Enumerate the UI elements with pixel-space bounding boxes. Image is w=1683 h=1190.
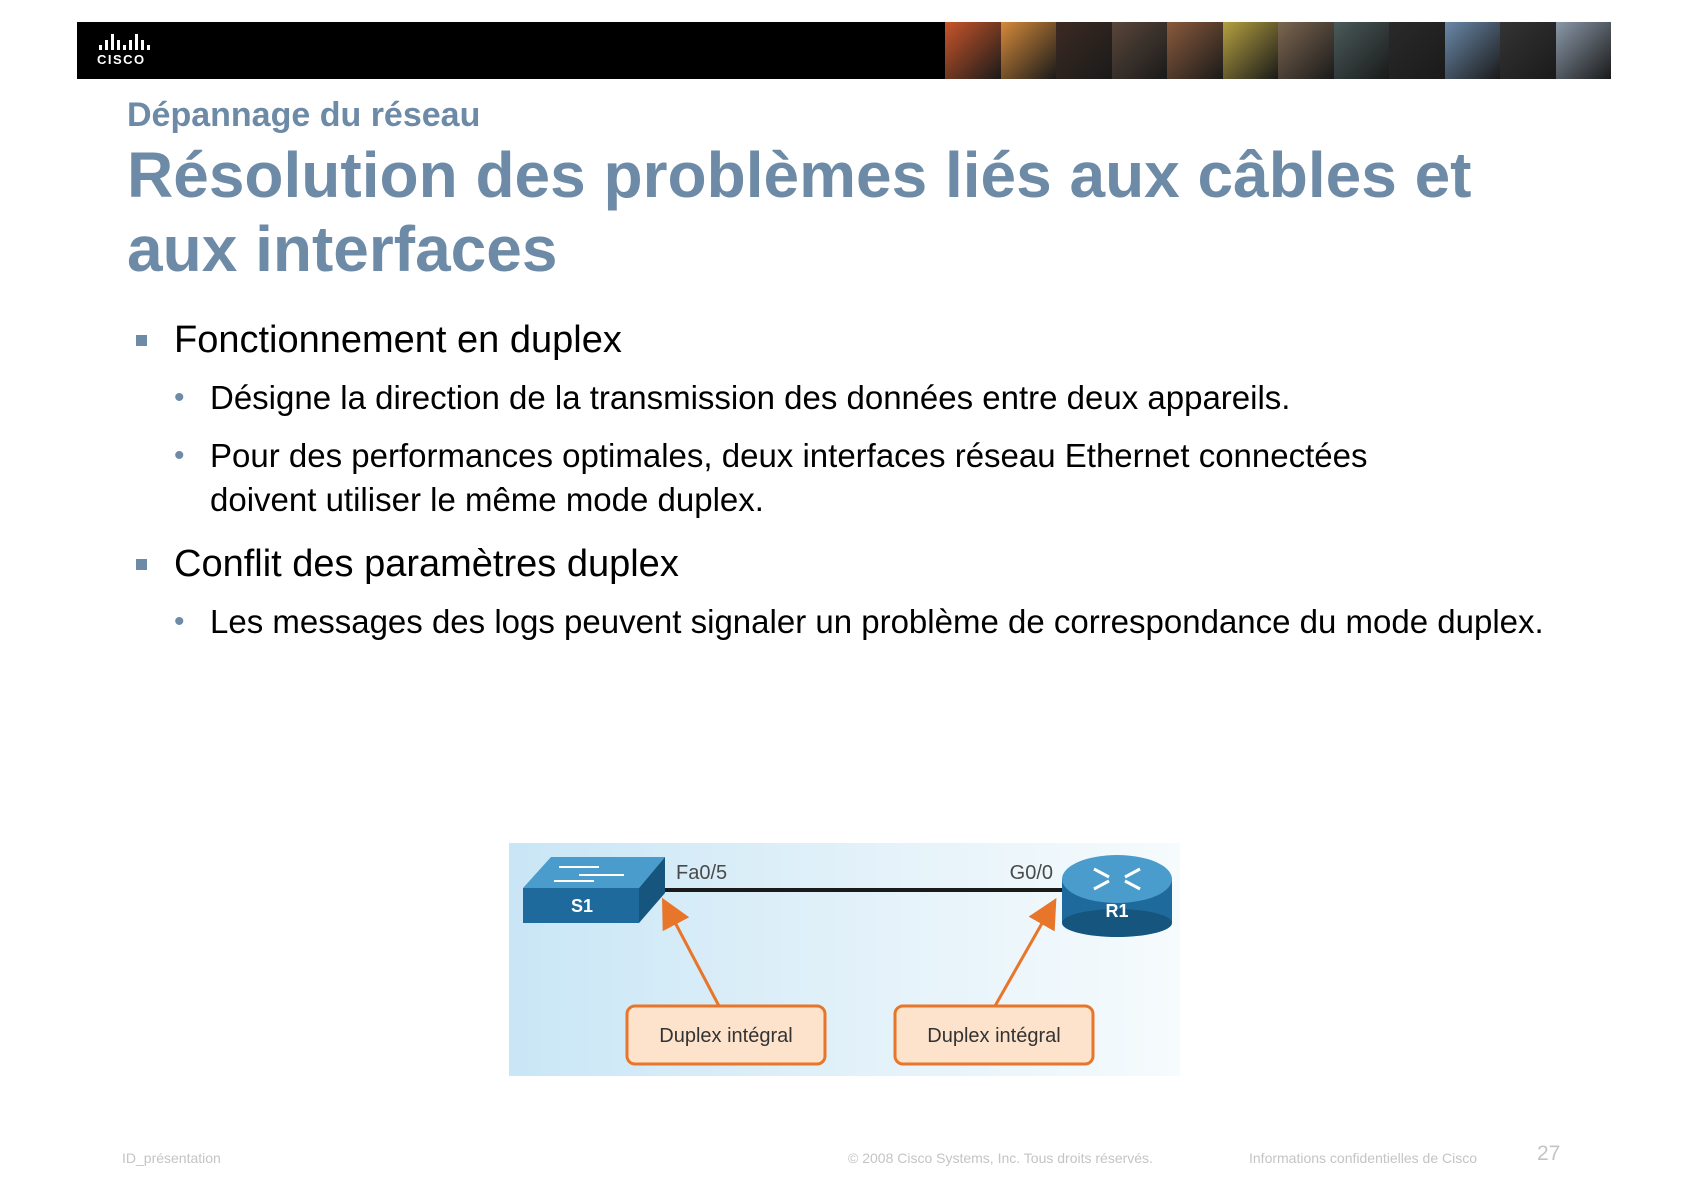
- router-label: R1: [1105, 901, 1128, 921]
- footer-copyright: © 2008 Cisco Systems, Inc. Tous droits r…: [848, 1150, 1153, 1166]
- sub-bullet: • Pour des performances optimales, deux …: [134, 434, 1450, 522]
- square-bullet-icon: [136, 335, 147, 346]
- switch-icon: [523, 857, 665, 923]
- photo-tile: [1555, 22, 1611, 79]
- cisco-bars-icon: [99, 34, 167, 50]
- dot-bullet-icon: •: [174, 381, 185, 414]
- photo-tile: [1167, 22, 1223, 79]
- title-line-2: aux interfaces: [127, 213, 558, 285]
- cisco-logo: CISCO: [97, 34, 167, 70]
- dot-bullet-icon: •: [174, 605, 185, 638]
- callout-box-right: [893, 1004, 1095, 1066]
- router-icon: [1062, 855, 1172, 937]
- photo-tile: [1111, 22, 1167, 79]
- footer-presentation-id: ID_présentation: [122, 1150, 221, 1166]
- photo-strip: [945, 22, 1611, 79]
- photo-tile: [1333, 22, 1389, 79]
- switch-port-label: Fa0/5: [676, 862, 727, 884]
- photo-tile: [1389, 22, 1445, 79]
- photo-tile: [1222, 22, 1278, 79]
- sub-bullet: • Désigne la direction de la transmissio…: [134, 376, 1534, 420]
- callout-box-left: [625, 1004, 827, 1066]
- bullet-list: Fonctionnement en duplex • Désigne la di…: [134, 318, 1544, 658]
- slide-title: Résolution des problèmes liés aux câbles…: [127, 138, 1587, 286]
- square-bullet-icon: [136, 559, 147, 570]
- header-banner: CISCO: [77, 22, 1611, 79]
- arrow-to-router-port: [993, 897, 1057, 1007]
- photo-tile: [1278, 22, 1334, 79]
- arrow-to-switch-port: [662, 897, 721, 1007]
- photo-tile: [1444, 22, 1500, 79]
- sub-bullet: • Les messages des logs peuvent signaler…: [134, 600, 1550, 644]
- photo-tile: [945, 22, 1001, 79]
- photo-tile: [1000, 22, 1056, 79]
- dot-bullet-icon: •: [174, 439, 185, 472]
- photo-tile: [1056, 22, 1112, 79]
- slide-subtitle: Dépannage du réseau: [127, 96, 481, 134]
- title-line-1: Résolution des problèmes liés aux câbles…: [127, 139, 1472, 211]
- switch-label: S1: [571, 896, 593, 916]
- bullet-duplex-operation: Fonctionnement en duplex: [134, 318, 1534, 362]
- footer-confidential: Informations confidentielles de Cisco: [1249, 1150, 1478, 1166]
- photo-tile: [1500, 22, 1556, 79]
- router-port-label: G0/0: [1010, 862, 1053, 884]
- bullet-duplex-conflict: Conflit des paramètres duplex: [134, 542, 1534, 586]
- duplex-diagram: S1 R1 Fa0/5 G0/0 Duplex intégral Duplex …: [509, 843, 1180, 1076]
- page-number: 27: [1537, 1142, 1561, 1165]
- cisco-wordmark: CISCO: [97, 52, 146, 67]
- callout-right-label: Duplex intégral: [927, 1025, 1060, 1047]
- callout-left-label: Duplex intégral: [659, 1025, 792, 1047]
